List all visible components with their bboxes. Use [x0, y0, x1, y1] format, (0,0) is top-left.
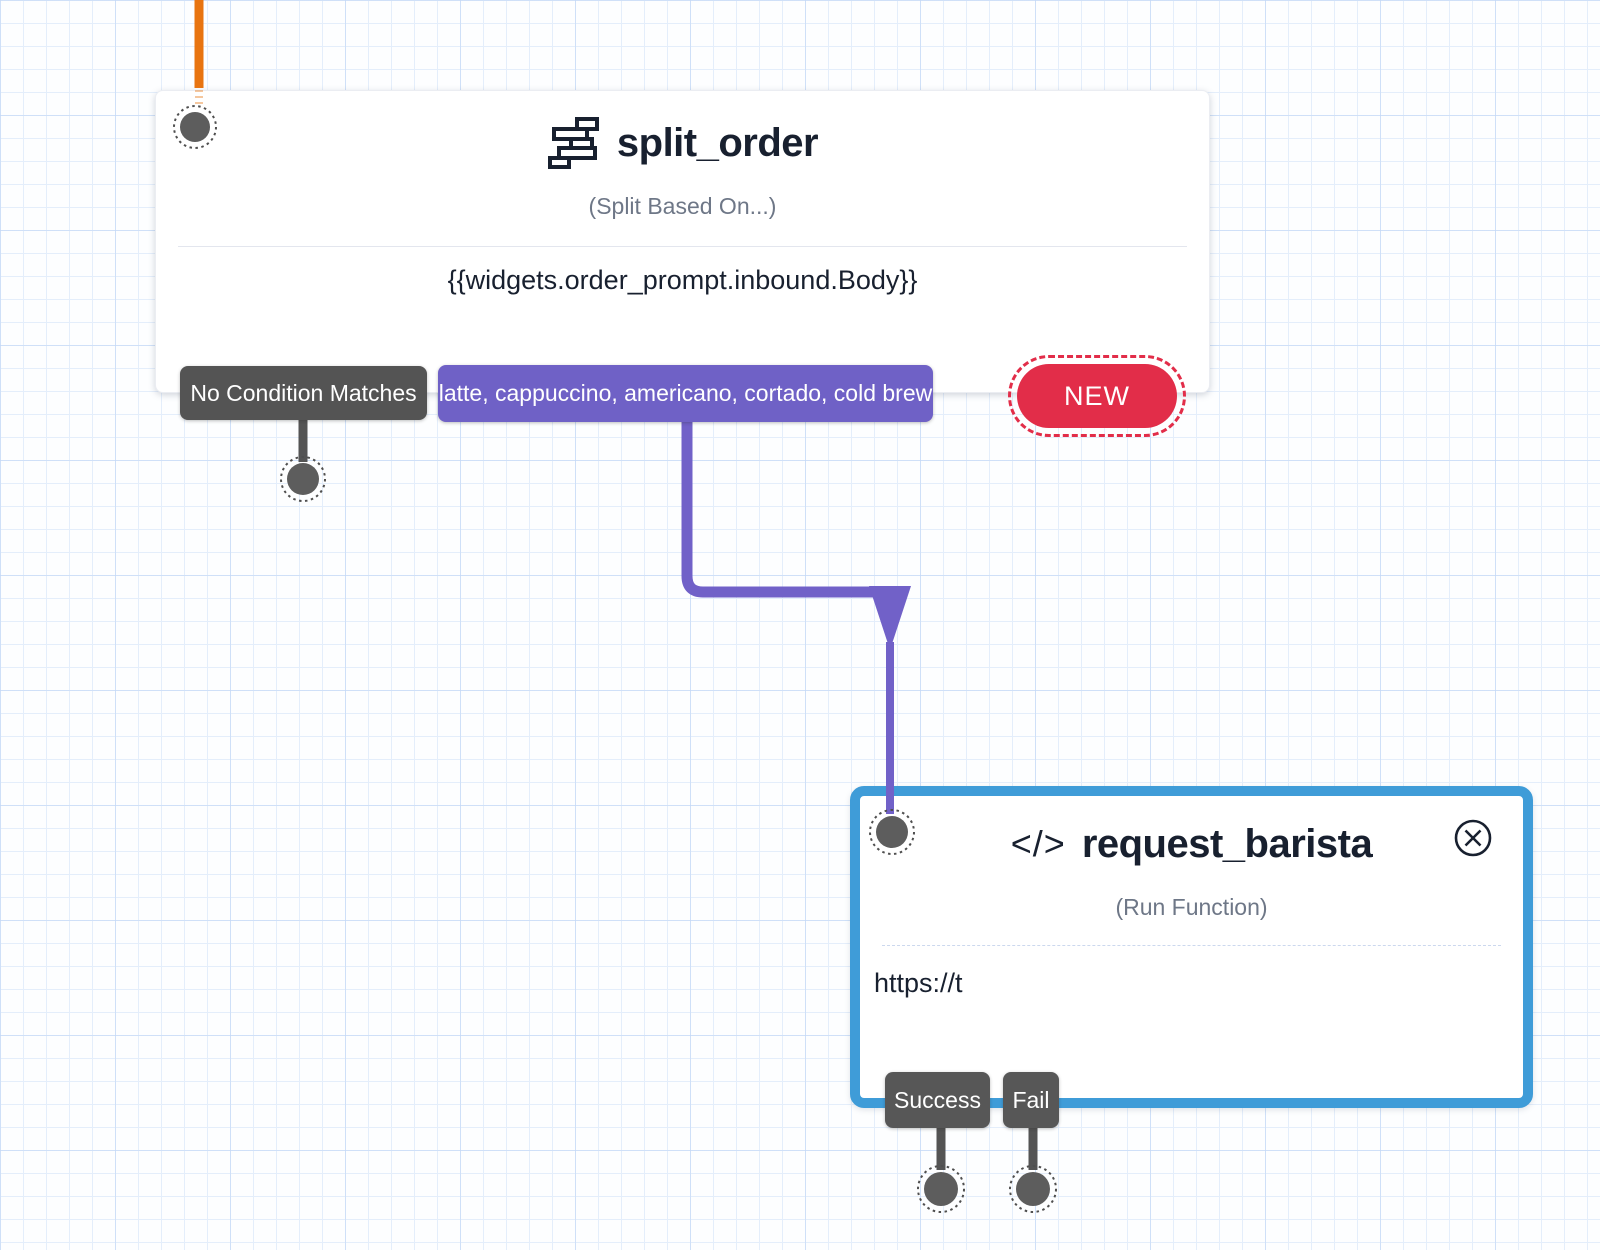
split-based-on-icon: [547, 117, 599, 169]
transition-success[interactable]: Success: [885, 1072, 990, 1128]
transition-no-condition-matches[interactable]: No Condition Matches: [180, 366, 427, 420]
widget-header: split_order: [156, 115, 1209, 171]
divider: [882, 945, 1501, 946]
condition-transition-arrowhead: [869, 586, 911, 650]
widget-type-label: (Split Based On...): [588, 193, 777, 219]
split-test-expression: {{widgets.order_prompt.inbound.Body}}: [447, 265, 918, 295]
condition-transition-line: [681, 420, 880, 598]
widget-title: split_order: [616, 120, 819, 165]
transition-conditions[interactable]: latte, cappuccino, americano, cortado, c…: [438, 365, 933, 422]
success-output-port-ring: [917, 1165, 965, 1213]
widget-type-label: (Run Function): [1115, 894, 1268, 920]
run-function-icon: </>: [1010, 823, 1066, 864]
widget-header: </> request_barista: [860, 816, 1523, 872]
fail-output-port-ring: [1009, 1165, 1057, 1213]
widget-title: request_barista: [1081, 821, 1373, 866]
divider: [178, 246, 1187, 247]
success-output-port[interactable]: [924, 1172, 958, 1206]
new-condition-badge[interactable]: NEW: [1017, 364, 1177, 428]
close-icon[interactable]: [1453, 818, 1493, 858]
new-condition-badge-ring: NEW: [1008, 355, 1186, 437]
transition-fail[interactable]: Fail: [1003, 1072, 1059, 1128]
no-match-output-port[interactable]: [287, 463, 319, 495]
widget-split-order[interactable]: split_order (Split Based On...) {{widget…: [155, 90, 1210, 393]
widget-request-barista[interactable]: </> request_barista (Run Function) https…: [850, 786, 1533, 1108]
function-url-value: https://t: [874, 968, 963, 998]
no-match-output-port-ring: [280, 456, 326, 502]
fail-output-port[interactable]: [1016, 1172, 1050, 1206]
